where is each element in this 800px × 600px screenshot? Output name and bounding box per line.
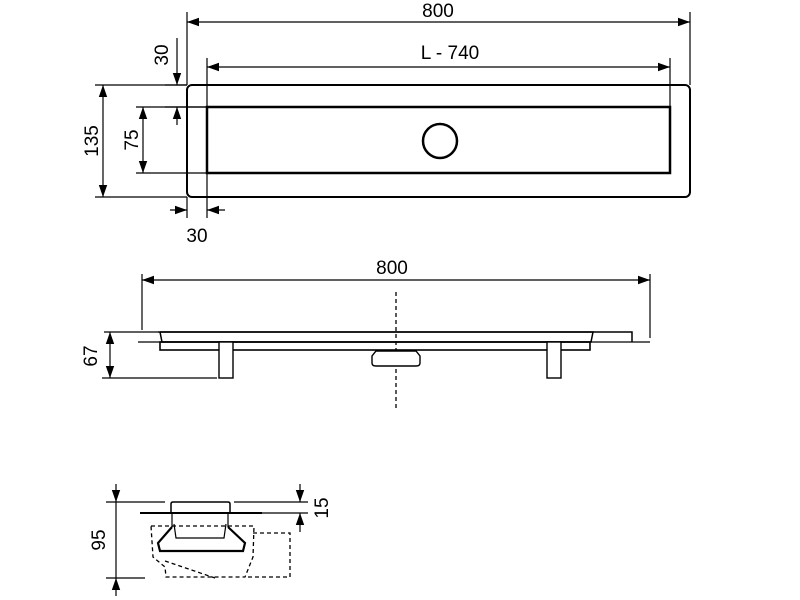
section-view: 95 15 [89,484,333,596]
dim-side-length: 800 [376,258,408,279]
drain-outlet-circle [421,122,459,160]
drain-body [156,526,247,553]
dim-overall-width: 135 [82,125,103,157]
drain-trap-outline-dashed [150,525,255,578]
dim-inner-width: 75 [122,129,143,150]
dim-overall-length: 800 [422,1,454,22]
dim-margin-top: 30 [152,44,173,65]
dim-section-height: 95 [89,529,110,550]
dim-inner-length: L - 740 [421,43,479,64]
drain-outlet [371,350,421,367]
support-leg-left [218,341,234,379]
dim-side-height: 67 [81,345,102,366]
top-view: 800 L - 740 30 135 75 30 [82,1,691,247]
grate-outline [205,105,672,175]
dim-flange-height: 15 [312,497,333,518]
support-leg-right [546,341,562,379]
side-view: 800 67 [81,258,651,410]
dim-margin-side: 30 [186,226,207,247]
